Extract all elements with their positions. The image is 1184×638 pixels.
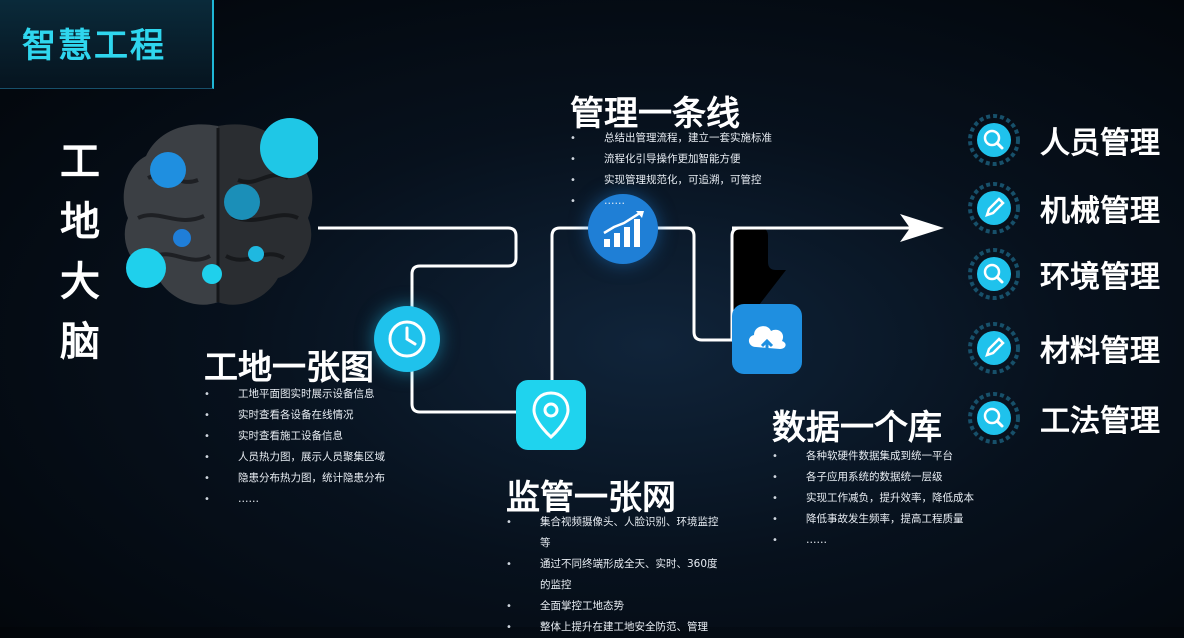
arrow-icon — [900, 214, 944, 242]
list-item: 隐患分布热力图，统计隐患分布 — [204, 468, 424, 489]
brain-dot — [202, 264, 222, 284]
clock-node — [374, 306, 440, 372]
list-item: 降低事故发生频率，提高工程质量 — [772, 509, 982, 530]
db-list: 各种软硬件数据集成到统一平台 各子应用系统的数据统一层级 实现工作减负，提升效率… — [772, 446, 982, 551]
mgmt-item-machinery[interactable]: 机械管理 — [968, 182, 1160, 234]
list-item: 集合视频摄像头、人脸识别、环境监控等 — [506, 512, 726, 554]
list-item: …… — [570, 191, 820, 212]
brain-title-char: 地 — [60, 199, 100, 245]
cloud-upload-icon — [748, 326, 786, 355]
brain-title-char: 大 — [60, 259, 100, 305]
list-item: 总结出管理流程，建立一套实施标准 — [570, 128, 820, 149]
list-item: 工地平面图实时展示设备信息 — [204, 384, 424, 405]
brain-icon — [123, 118, 318, 305]
list-item: 各种软硬件数据集成到统一平台 — [772, 446, 982, 467]
pencil-icon — [968, 322, 1020, 374]
line-list: 总结出管理流程，建立一套实施标准 流程化引导操作更加智能方便 实现管理规范化，可… — [570, 128, 820, 212]
brain-dot — [248, 246, 264, 262]
mgmt-item-personnel[interactable]: 人员管理 — [968, 114, 1160, 166]
clock-icon — [388, 320, 426, 358]
list-item: 通过不同终端形成全天、实时、360度的监控 — [506, 554, 726, 596]
title-banner — [0, 0, 214, 89]
search-icon — [968, 114, 1020, 166]
brain-dot — [173, 229, 191, 247]
list-item: 实时查看各设备在线情况 — [204, 405, 424, 426]
brain-title: 工 地 大 脑 — [56, 132, 104, 372]
list-item: 整体上提升在建工地安全防范、管理 — [506, 617, 726, 638]
mgmt-item-methods[interactable]: 工法管理 — [968, 392, 1160, 444]
net-list: 集合视频摄像头、人脸识别、环境监控等 通过不同终端形成全天、实时、360度的监控… — [506, 512, 726, 638]
mgmt-label: 机械管理 — [1040, 194, 1160, 229]
location-node — [516, 380, 586, 450]
cloud-node — [732, 304, 802, 374]
map-list: 工地平面图实时展示设备信息 实时查看各设备在线情况 实时查看施工设备信息 人员热… — [204, 384, 424, 510]
list-item: 实时查看施工设备信息 — [204, 426, 424, 447]
pencil-icon — [968, 182, 1020, 234]
list-item: …… — [772, 530, 982, 551]
page-title: 智慧工程 — [22, 26, 166, 66]
brain-dot — [150, 152, 186, 188]
mgmt-item-environment[interactable]: 环境管理 — [968, 248, 1160, 300]
section-title-map: 工地一张图 — [204, 348, 374, 388]
search-icon — [968, 392, 1020, 444]
mgmt-label: 材料管理 — [1040, 334, 1160, 369]
search-icon — [968, 248, 1020, 300]
brain-dot — [260, 118, 318, 178]
mgmt-label: 人员管理 — [1040, 126, 1160, 161]
list-item: …… — [204, 489, 424, 510]
mgmt-label: 工法管理 — [1040, 404, 1160, 439]
mgmt-item-materials[interactable]: 材料管理 — [968, 322, 1160, 374]
brain-title-char: 脑 — [60, 319, 100, 365]
list-item: 全面掌控工地态势 — [506, 596, 726, 617]
section-title-db: 数据一个库 — [772, 408, 942, 448]
list-item: 实现管理规范化，可追溯，可管控 — [570, 170, 820, 191]
bar-chart-icon — [603, 211, 644, 247]
mgmt-label: 环境管理 — [1040, 260, 1160, 295]
list-item: 各子应用系统的数据统一层级 — [772, 467, 982, 488]
brain-dot — [224, 184, 260, 220]
brain-title-char: 工 — [60, 139, 100, 185]
brain-dot — [126, 248, 166, 288]
list-item: 流程化引导操作更加智能方便 — [570, 149, 820, 170]
location-pin-icon — [532, 391, 570, 439]
list-item: 人员热力图，展示人员聚集区域 — [204, 447, 424, 468]
list-item: 实现工作减负，提升效率，降低成本 — [772, 488, 982, 509]
